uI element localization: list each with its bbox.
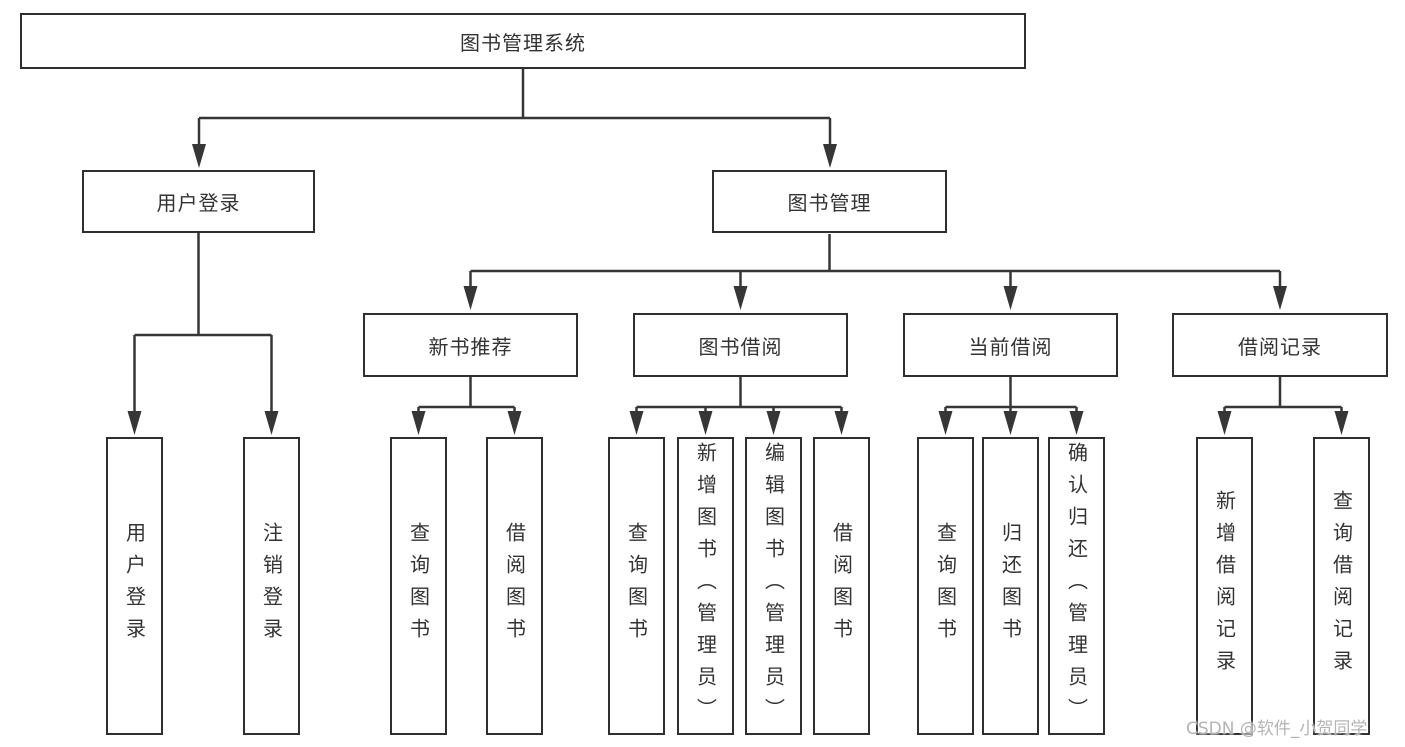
leaf-add-borrow-record: 新增借阅记录 <box>1196 437 1253 735</box>
node-label: 新增借阅记录 <box>1212 490 1237 682</box>
edge-borrowing-records-to-leaves <box>1217 377 1349 435</box>
node-label: 图书管理 <box>787 191 872 215</box>
node-label: 查询借阅记录 <box>1329 490 1354 682</box>
leaf-add-books-admin: 新增图书（管理员） <box>677 437 734 735</box>
node-label: 图书借阅 <box>698 334 783 359</box>
node-label: 归还图书 <box>998 522 1023 650</box>
node-label: 用户登录 <box>122 522 147 650</box>
node-book-management: 图书管理 <box>712 170 947 233</box>
leaf-confirm-return-admin: 确认归还（管理员） <box>1048 437 1105 735</box>
leaf-edit-books-admin: 编辑图书（管理员） <box>745 437 802 735</box>
node-label: 借阅记录 <box>1238 334 1322 359</box>
leaf-query-books-2: 查询图书 <box>608 437 665 735</box>
edge-new-book-to-leaves <box>411 377 522 435</box>
node-label: 新增图书（管理员） <box>693 442 718 730</box>
node-library-management-system: 图书管理系统 <box>20 13 1026 69</box>
node-label: 借阅图书 <box>829 522 854 650</box>
node-label: 编辑图书（管理员） <box>761 442 786 730</box>
node-label: 查询图书 <box>406 522 431 650</box>
node-current-borrowing: 当前借阅 <box>903 313 1118 377</box>
node-label: 当前借阅 <box>968 334 1053 359</box>
node-book-borrowing: 图书借阅 <box>633 313 848 377</box>
node-label: 新书推荐 <box>428 334 513 359</box>
leaf-borrow-books-2: 借阅图书 <box>813 437 870 735</box>
leaf-borrow-books: 借阅图书 <box>486 437 543 735</box>
node-user-login: 用户登录 <box>82 170 315 233</box>
leaf-query-borrow-record: 查询借阅记录 <box>1313 437 1370 735</box>
node-label: 查询图书 <box>624 522 649 650</box>
node-label: 图书管理系统 <box>460 30 586 55</box>
edge-current-borrowing-to-leaves <box>938 377 1084 435</box>
leaf-query-books-3: 查询图书 <box>917 437 974 735</box>
node-new-book-recommendation: 新书推荐 <box>363 313 578 377</box>
leaf-query-books: 查询图书 <box>390 437 447 735</box>
edge-book-management-to-level2 <box>463 234 1287 310</box>
leaf-return-books: 归还图书 <box>982 437 1039 735</box>
node-label: 借阅图书 <box>502 522 527 650</box>
leaf-user-login: 用户登录 <box>106 437 163 735</box>
edge-book-borrowing-to-leaves <box>629 377 849 435</box>
node-label: 查询图书 <box>933 522 958 650</box>
leaf-logout: 注销登录 <box>243 437 300 735</box>
watermark: CSDN @软件_小贺同学 <box>1186 719 1368 739</box>
node-label: 确认归还（管理员） <box>1064 442 1089 730</box>
node-borrowing-records: 借阅记录 <box>1172 313 1388 377</box>
node-label: 用户登录 <box>156 191 241 215</box>
node-label: 注销登录 <box>259 522 284 650</box>
edge-user-login-to-leaves <box>127 233 279 435</box>
edge-root-to-level1 <box>192 69 837 168</box>
